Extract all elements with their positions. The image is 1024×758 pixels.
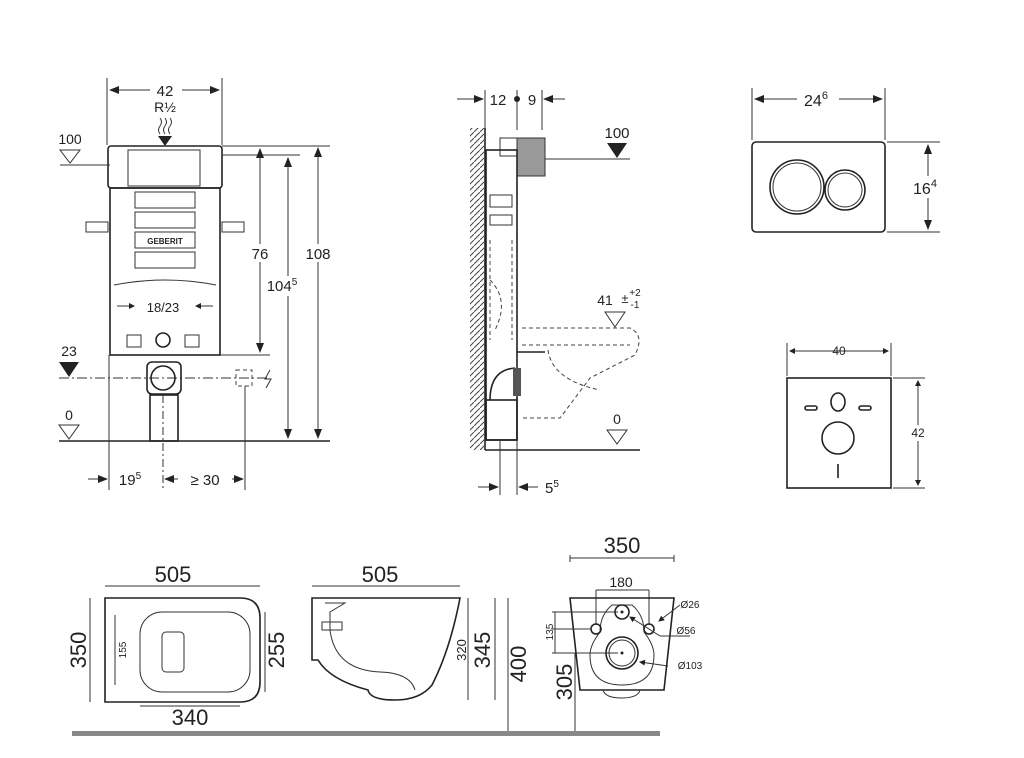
offset-value: 19 — [119, 472, 136, 489]
diameter-26-label: Ø26 — [681, 600, 700, 611]
bolt-spacing-label: 180 — [609, 574, 633, 590]
level-0-label: 0 — [65, 407, 73, 423]
side-level-0-label: 0 — [613, 411, 621, 427]
height-76-label: 76 — [252, 246, 269, 263]
height-108-label: 108 — [305, 246, 330, 263]
floor-line — [72, 731, 660, 736]
seat-height-label: 41 — [597, 292, 613, 308]
back-width-label: 350 — [604, 533, 641, 558]
side-level-100-label: 100 — [604, 125, 629, 142]
plate-width-value: 24 — [804, 93, 822, 110]
inner-width-label: 18/23 — [147, 300, 180, 315]
tolerance-plus: +2 — [629, 288, 641, 299]
side-h345-label: 345 — [470, 632, 495, 669]
plate-width-label: 246 — [804, 90, 828, 110]
plate-height-sup: 4 — [931, 178, 937, 190]
plate-height-label: 164 — [913, 178, 937, 198]
depth-12-label: 12 — [490, 92, 507, 109]
toilet-top-view: 505 350 155 255 340 — [66, 562, 289, 730]
width-label: 42 — [157, 83, 174, 100]
level-23-label: 23 — [61, 343, 77, 359]
h135-label: 135 — [545, 623, 556, 640]
toilet-back-view: 350 180 Ø26 Ø56 Ø103 135 305 — [545, 533, 703, 733]
height-104-label: 1045 — [267, 277, 298, 295]
min-spacing-label: ≥ 30 — [190, 472, 219, 489]
wall-plate-height-label: 42 — [911, 426, 925, 440]
plate-height-value: 16 — [913, 181, 931, 198]
top-width-label: 350 — [66, 632, 91, 669]
offset-label: 195 — [119, 471, 142, 489]
tolerance-sign: ± — [621, 291, 628, 306]
side-h400-label: 400 — [506, 646, 531, 683]
depth-9-label: 9 — [528, 92, 536, 109]
top-inner-length-label: 340 — [172, 705, 209, 730]
side-offset-label: 55 — [545, 479, 559, 497]
tolerance-minus: -1 — [631, 300, 640, 311]
diameter-103-label: Ø103 — [678, 661, 703, 672]
top-inner-width-label: 255 — [264, 632, 289, 669]
side-offset-value: 5 — [545, 480, 553, 497]
toilet-side-view: 505 320 345 400 — [311, 562, 531, 733]
top-length-label: 505 — [155, 562, 192, 587]
side-length-label: 505 — [362, 562, 399, 587]
hole-spacing-label: 155 — [118, 641, 129, 658]
side-h320-label: 320 — [454, 639, 469, 661]
h104-sup: 5 — [292, 277, 298, 288]
level-100-label: 100 — [58, 131, 82, 147]
plate-width-sup: 6 — [822, 90, 828, 102]
wall-plate-width-label: 40 — [832, 344, 846, 358]
h305-label: 305 — [552, 664, 577, 701]
frame-side-view: 12 9 100 41 ± +2 -1 0 55 — [457, 90, 641, 497]
flush-plate: 246 164 — [751, 88, 944, 233]
side-offset-sup: 5 — [553, 479, 559, 490]
frame-front-view: 42 R½ GEBERIT 18/23 100 23 0 76 — [58, 78, 334, 490]
offset-sup: 5 — [136, 471, 142, 482]
thread-label: R½ — [154, 99, 176, 115]
h104-value: 104 — [267, 278, 292, 295]
brand-logo: GEBERIT — [147, 237, 183, 246]
diameter-56-label: Ø56 — [677, 626, 696, 637]
wall-plate: 40 42 — [786, 343, 928, 489]
